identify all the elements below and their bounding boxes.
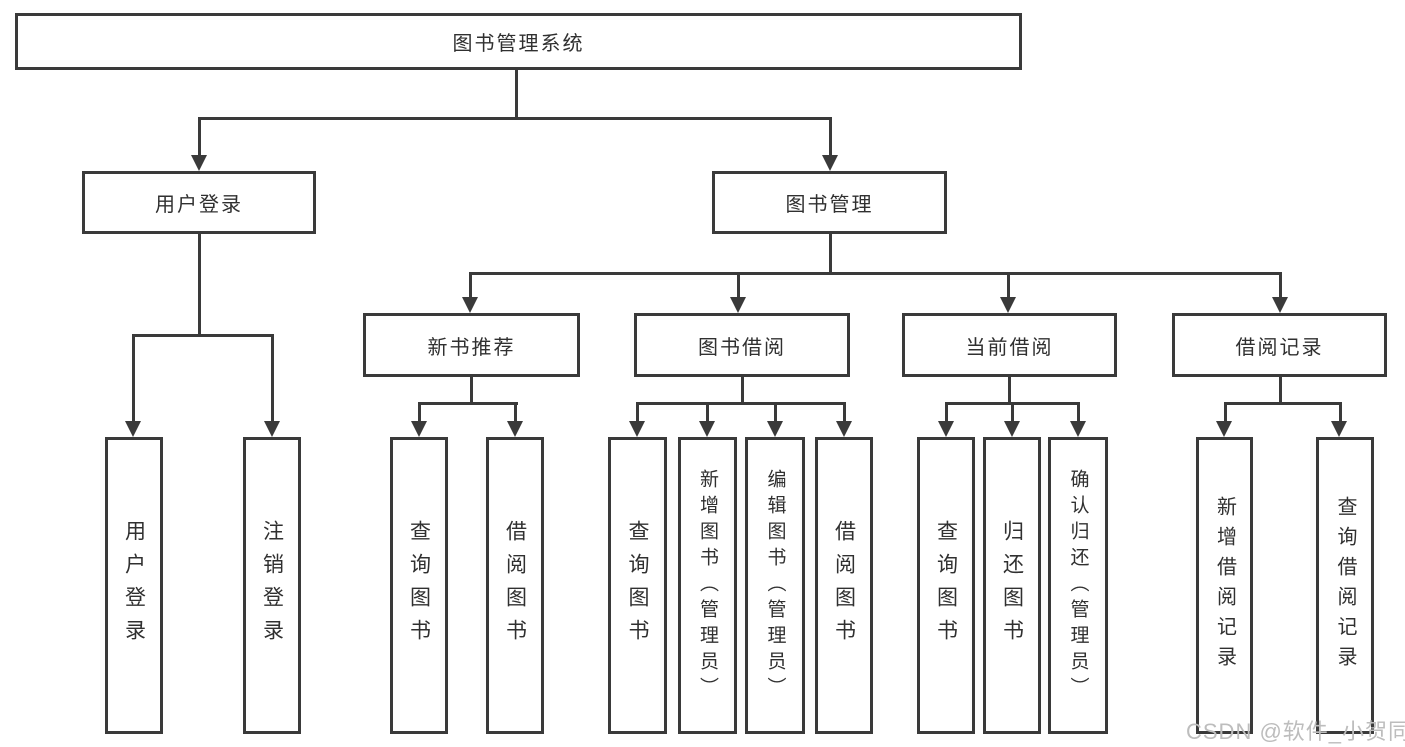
leaf-query-borrow-record: 查询借阅记录 bbox=[1316, 437, 1374, 734]
arrow-down bbox=[730, 297, 746, 313]
connector-line bbox=[636, 402, 846, 405]
connector-line bbox=[1077, 402, 1080, 421]
connector-line bbox=[271, 334, 274, 421]
arrow-down bbox=[507, 421, 523, 437]
connector-line bbox=[741, 377, 744, 404]
arrow-down bbox=[938, 421, 954, 437]
arrow-down bbox=[191, 155, 207, 171]
arrow-down bbox=[699, 421, 715, 437]
arrow-down bbox=[836, 421, 852, 437]
arrow-down bbox=[1004, 421, 1020, 437]
arrow-down bbox=[1000, 297, 1016, 313]
connector-line bbox=[514, 402, 517, 421]
connector-line bbox=[829, 234, 832, 273]
arrow-down bbox=[125, 421, 141, 437]
arrow-down bbox=[462, 297, 478, 313]
connector-line bbox=[1279, 272, 1282, 297]
arrow-down bbox=[1272, 297, 1288, 313]
leaf-logout-login: 注销登录 bbox=[243, 437, 301, 734]
connector-line bbox=[1011, 402, 1014, 421]
connector-line bbox=[636, 402, 639, 421]
connector-line bbox=[843, 402, 846, 421]
arrow-down bbox=[822, 155, 838, 171]
connector-line bbox=[515, 69, 518, 119]
connector-line bbox=[1224, 402, 1342, 405]
leaf-query-books-recommend: 查询图书 bbox=[390, 437, 448, 734]
leaf-add-book-admin: 新增图书（管理员） bbox=[678, 437, 737, 734]
node-new-book-recommend: 新书推荐 bbox=[363, 313, 580, 377]
connector-line bbox=[418, 402, 518, 405]
leaf-query-books-current: 查询图书 bbox=[917, 437, 975, 734]
node-book-management: 图书管理 bbox=[712, 171, 947, 234]
arrow-down bbox=[767, 421, 783, 437]
connector-line bbox=[737, 272, 740, 297]
connector-line bbox=[1339, 402, 1342, 421]
leaf-confirm-return-admin: 确认归还（管理员） bbox=[1048, 437, 1108, 734]
connector-line bbox=[198, 117, 832, 120]
node-root-library-system: 图书管理系统 bbox=[15, 13, 1022, 70]
leaf-query-books-borrowing: 查询图书 bbox=[608, 437, 667, 734]
connector-line bbox=[1279, 377, 1282, 404]
arrow-down bbox=[264, 421, 280, 437]
arrow-down bbox=[1331, 421, 1347, 437]
connector-line bbox=[774, 402, 777, 421]
connector-line bbox=[198, 117, 201, 156]
connector-line bbox=[469, 272, 472, 297]
arrow-down bbox=[1216, 421, 1232, 437]
leaf-edit-book-admin: 编辑图书（管理员） bbox=[745, 437, 805, 734]
leaf-user-login: 用户登录 bbox=[105, 437, 163, 734]
connector-line bbox=[1224, 402, 1227, 421]
node-borrowing-records: 借阅记录 bbox=[1172, 313, 1387, 377]
connector-line bbox=[470, 377, 473, 404]
node-user-login: 用户登录 bbox=[82, 171, 316, 234]
arrow-down bbox=[411, 421, 427, 437]
connector-line bbox=[198, 234, 201, 335]
connector-line bbox=[132, 334, 135, 421]
leaf-borrow-books-borrowing: 借阅图书 bbox=[815, 437, 873, 734]
connector-line bbox=[706, 402, 709, 421]
connector-line bbox=[945, 402, 948, 421]
node-current-borrowing: 当前借阅 bbox=[902, 313, 1117, 377]
connector-line bbox=[418, 402, 421, 421]
arrow-down bbox=[629, 421, 645, 437]
node-book-borrowing: 图书借阅 bbox=[634, 313, 850, 377]
leaf-return-book: 归还图书 bbox=[983, 437, 1041, 734]
leaf-borrow-books-recommend: 借阅图书 bbox=[486, 437, 544, 734]
connector-line bbox=[1008, 377, 1011, 404]
arrow-down bbox=[1070, 421, 1086, 437]
connector-line bbox=[1007, 272, 1010, 297]
csdn-watermark: CSDN @软件_小贺同学 bbox=[1186, 719, 1405, 744]
leaf-add-borrow-record: 新增借阅记录 bbox=[1196, 437, 1253, 734]
connector-line bbox=[469, 272, 1282, 275]
connector-line bbox=[829, 117, 832, 156]
connector-line bbox=[132, 334, 274, 337]
